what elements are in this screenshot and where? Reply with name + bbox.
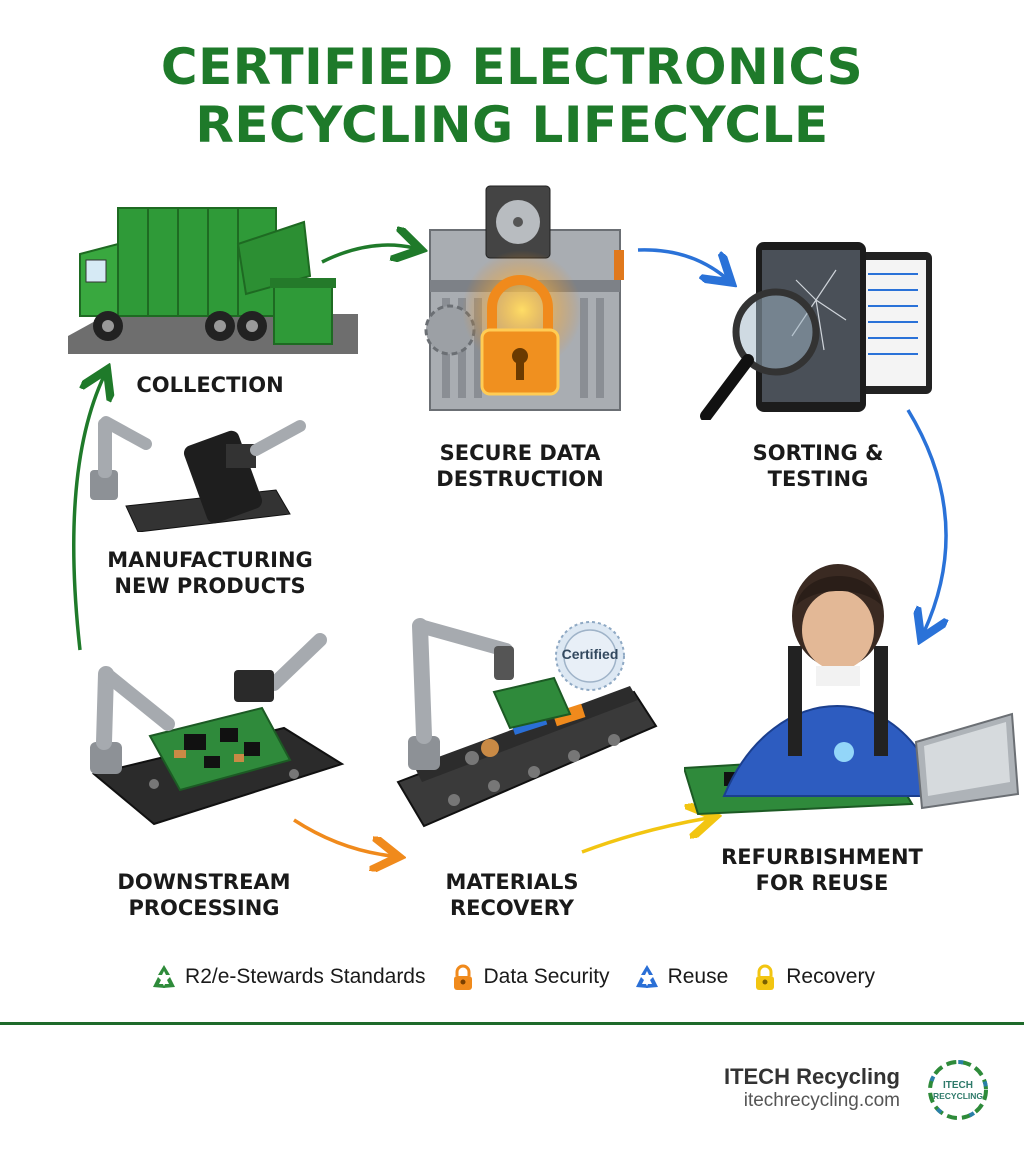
recycle-icon	[149, 962, 179, 992]
stage-label-collection: COLLECTION	[90, 372, 330, 398]
legend-label-data-security: Data Security	[484, 965, 610, 989]
tablet-magnifier-icon	[696, 240, 936, 420]
legend-label-standards: R2/e-Stewards Standards	[185, 965, 425, 989]
logo-text-line-2: RECYCLING	[933, 1091, 983, 1101]
technician-icon	[684, 546, 1024, 830]
certified-badge: Certified	[554, 646, 626, 662]
legend-item-standards: R2/e-Stewards Standards	[149, 962, 425, 992]
conveyor-robot-icon	[394, 596, 658, 842]
robot-phone-icon	[86, 410, 310, 532]
brand-url[interactable]: itechrecycling.com	[744, 1090, 900, 1112]
lock-icon	[448, 962, 478, 992]
title-line-1: CERTIFIED ELECTRONICS	[0, 38, 1024, 96]
stage-label-materials: MATERIALS RECOVERY	[392, 869, 632, 921]
stage-label-manufacturing: MANUFACTURING NEW PRODUCTS	[70, 547, 350, 599]
itech-logo-icon: ITECH RECYCLING	[918, 1058, 998, 1122]
stage-label-data-destruction: SECURE DATA DESTRUCTION	[400, 440, 640, 492]
shredder-lock-icon	[410, 180, 638, 418]
legend-item-reuse: Reuse	[632, 962, 729, 992]
title-line-2: RECYCLING LIFECYCLE	[0, 96, 1024, 154]
lock-icon	[750, 962, 780, 992]
legend-item-data-security: Data Security	[448, 962, 610, 992]
brand-name: ITECH Recycling	[724, 1064, 900, 1090]
stage-label-downstream: DOWNSTREAM PROCESSING	[84, 869, 324, 921]
recycle-icon	[632, 962, 662, 992]
stage-label-refurbishment: REFURBISHMENT FOR REUSE	[702, 844, 942, 896]
garbage-truck-icon	[68, 196, 368, 366]
robot-arm-circuit-icon	[84, 624, 346, 836]
legend-item-recovery: Recovery	[750, 962, 875, 992]
stage-label-sorting: SORTING & TESTING	[698, 440, 938, 492]
legend: R2/e-Stewards Standards Data Security Re…	[0, 962, 1024, 992]
legend-label-reuse: Reuse	[668, 965, 729, 989]
legend-label-recovery: Recovery	[786, 965, 875, 989]
page-title: CERTIFIED ELECTRONICS RECYCLING LIFECYCL…	[0, 38, 1024, 154]
logo-text-line-1: ITECH	[943, 1080, 973, 1091]
footer-divider	[0, 1022, 1024, 1025]
